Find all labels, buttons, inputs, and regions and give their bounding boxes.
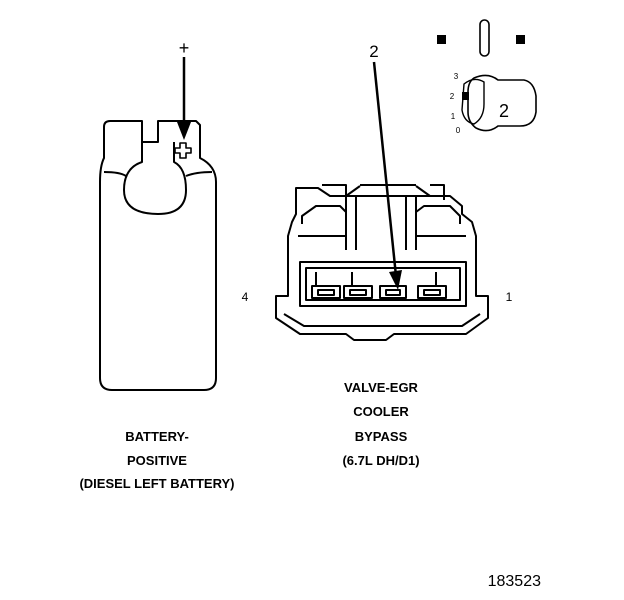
inset-square-left-icon [437,35,446,44]
terminal-cavity-1 [417,272,447,299]
key-position-marker-icon [462,92,469,100]
connector-caption-line-1: VALVE-EGR [344,380,419,395]
connector-drawing [275,184,489,341]
connector-arrow-head-icon [389,270,402,290]
connector-caption-line-4: (6.7L DH/D1) [342,453,419,468]
connector-inner-frame [301,205,461,224]
connector-cavity-face [299,261,467,307]
connector-caption-line-2: COOLER [353,404,409,419]
battery-terminal-body [99,120,217,391]
key-number-label: 2 [499,101,509,121]
connector-cavity-inner [305,267,461,301]
battery-caption-line-1: BATTERY- [125,429,189,444]
connector-latch-inner [345,185,431,197]
inset-square-right-icon [516,35,525,44]
rotary-key-face [461,78,485,125]
connector-skirt [283,313,481,327]
battery-caption-line-3: (DIESEL LEFT BATTERY) [79,476,234,491]
key-pos-0-label: 0 [456,126,461,135]
plus-stamp-icon [174,142,192,159]
terminal-cavity-4 [311,272,341,299]
key-pos-2-label: 2 [450,92,455,101]
connector-latch [322,184,445,250]
inset-slot-icon [479,19,490,57]
figure-number: 183523 [488,573,541,590]
battery-terminal-clamp [123,142,187,215]
key-pos-3-label: 3 [454,72,459,81]
battery-polarity-mark: + [179,38,190,58]
battery-terminal-drawing [99,120,217,391]
connector-caption-line-3: BYPASS [355,429,408,444]
terminal-cavity-2 [379,285,407,299]
connector-pin-left-label: 4 [242,290,249,304]
battery-terminal-shoulder [103,171,213,177]
battery-arrow-head-icon [177,122,191,140]
rotary-key-icon [467,74,537,132]
connector-callout-number: 2 [369,42,378,61]
connector-latch-channel [355,196,417,250]
connector-callout-line [372,61,398,277]
battery-caption-line-2: POSITIVE [127,453,187,468]
terminal-cavity-3 [343,272,373,299]
key-inset: 3 2 1 0 2 [437,19,537,135]
connector-pin-right-label: 1 [506,290,513,304]
connector-outer-housing [275,187,489,341]
key-pos-1-label: 1 [451,112,456,121]
